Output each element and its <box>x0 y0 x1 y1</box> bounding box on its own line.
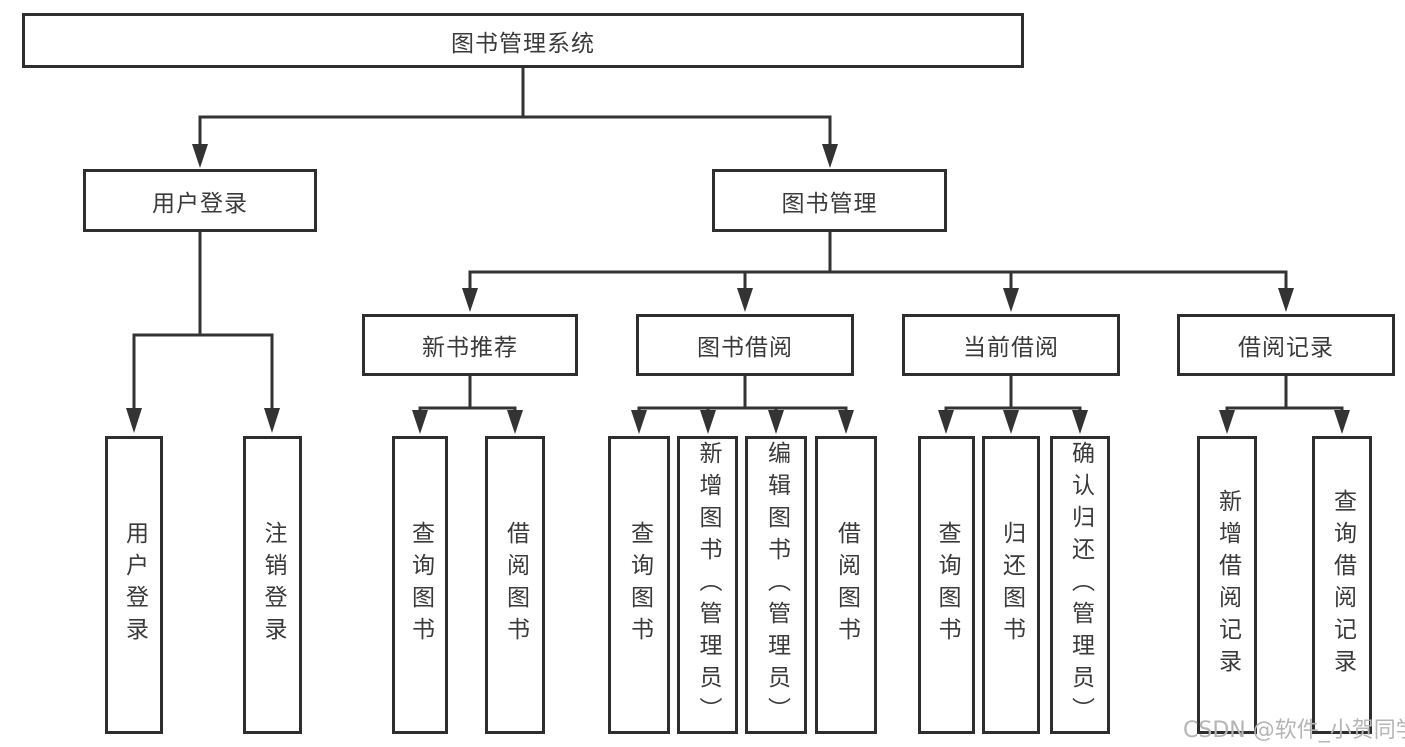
node-book-borrow: 图书借阅 <box>636 314 854 376</box>
leaf-borrow-book: 借阅图书 <box>815 436 877 734</box>
connector-new-book-recommend-branch <box>412 374 523 434</box>
node-user-login: 用户登录 <box>83 169 317 232</box>
node-label: 新增图书（管理员） <box>695 441 721 729</box>
connector-current-borrow-branch <box>938 374 1088 434</box>
leaf-add-borrow-record: 新增借阅记录 <box>1197 436 1257 734</box>
connector-borrow-record-branch <box>1219 374 1350 434</box>
connector-root-to-level2 <box>192 66 838 168</box>
node-new-book-recommend: 新书推荐 <box>362 314 578 376</box>
csdn-watermark: CSDN @软件_小贺同学 <box>1183 718 1405 743</box>
node-label: 归还图书 <box>998 521 1025 649</box>
node-book-management: 图书管理 <box>712 169 947 232</box>
node-label: 查询借阅记录 <box>1329 489 1356 681</box>
leaf-add-book-admin: 新增图书（管理员） <box>677 436 738 734</box>
connector-user-login-branch <box>126 230 280 433</box>
node-label: 借阅图书 <box>502 521 529 649</box>
leaf-recommend-query-book: 查询图书 <box>392 436 448 734</box>
leaf-recommend-borrow-book: 借阅图书 <box>485 436 545 734</box>
node-library-management-system: 图书管理系统 <box>22 13 1024 68</box>
node-label: 图书借阅 <box>697 335 793 361</box>
node-label: 注销登录 <box>260 521 286 649</box>
leaf-current-query-book: 查询图书 <box>918 436 975 734</box>
leaf-confirm-return-admin: 确认归还（管理员） <box>1050 436 1110 734</box>
node-label: 当前借阅 <box>963 335 1059 361</box>
leaf-query-borrow-record: 查询借阅记录 <box>1312 436 1372 734</box>
node-label: 图书管理系统 <box>451 30 595 57</box>
connector-book-management-branch <box>462 230 1294 312</box>
leaf-logout: 注销登录 <box>243 436 302 734</box>
leaf-user-login: 用户登录 <box>105 436 163 734</box>
connector-book-borrow-branch <box>631 374 854 434</box>
node-label: 查询图书 <box>407 521 434 649</box>
node-label: 借阅图书 <box>833 521 860 649</box>
node-label: 确认归还（管理员） <box>1067 441 1094 729</box>
node-borrow-record: 借阅记录 <box>1177 314 1395 376</box>
node-label: 新增借阅记录 <box>1214 489 1241 681</box>
leaf-return-book: 归还图书 <box>982 436 1040 734</box>
node-label: 借阅记录 <box>1238 335 1334 361</box>
node-label: 用户登录 <box>152 190 248 217</box>
node-label: 新书推荐 <box>422 335 518 361</box>
node-label: 用户登录 <box>121 521 148 649</box>
node-label: 查询图书 <box>934 521 960 649</box>
node-label: 图书管理 <box>781 190 878 217</box>
node-label: 查询图书 <box>626 521 653 649</box>
node-label: 编辑图书（管理员） <box>763 441 790 729</box>
leaf-edit-book-admin: 编辑图书（管理员） <box>745 436 807 734</box>
leaf-borrow-query-book: 查询图书 <box>608 436 670 734</box>
node-current-borrow: 当前借阅 <box>902 314 1120 376</box>
